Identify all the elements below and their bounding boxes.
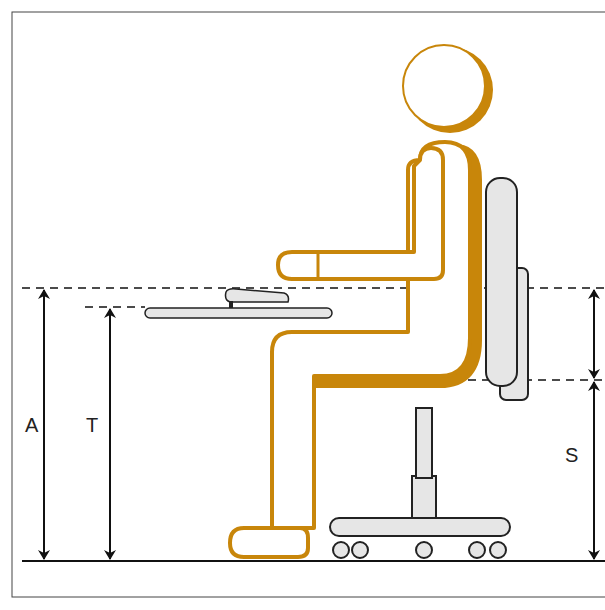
dimension-arrow (43, 290, 45, 559)
chair-backrest (486, 178, 517, 386)
dimension-arrow (593, 290, 595, 378)
floor-line (22, 560, 605, 562)
dimension-letter: T (86, 415, 98, 435)
chair-wheels (333, 542, 506, 558)
desk-height-line (85, 306, 145, 308)
keyboard-foot (229, 301, 233, 308)
frame (12, 12, 605, 597)
dimension-letter: S (565, 445, 578, 465)
desk-surface (145, 308, 332, 318)
dimension-letter: A (25, 415, 38, 435)
keyboard (226, 289, 289, 302)
dimension-arrow (109, 309, 111, 559)
chair-post (416, 408, 432, 478)
dimension-arrow (593, 382, 595, 559)
seated-person (230, 45, 493, 557)
chair-base (330, 518, 510, 536)
chair-gas-cylinder (412, 476, 436, 520)
